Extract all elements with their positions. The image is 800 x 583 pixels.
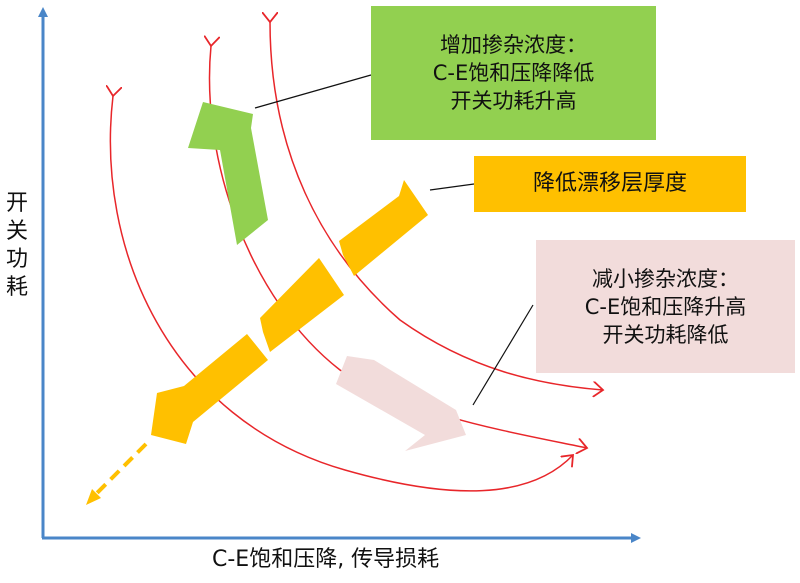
callout-increase-line-2: C-E饱和压降降低 xyxy=(432,61,595,85)
x-axis-title: C-E饱和压降, 传导损耗 xyxy=(212,547,440,572)
yellow-chevron-middle xyxy=(260,258,344,352)
yellow-chevron-lower xyxy=(151,334,268,444)
yellow-dashed-arrowhead xyxy=(86,489,101,505)
yellow-dashed-extension xyxy=(93,442,148,497)
callout-thickness-label: 降低漂移层厚度 xyxy=(532,171,687,196)
tradeoff-curve-3 xyxy=(270,22,603,390)
callout-decrease-line-3: 开关功耗降低 xyxy=(602,322,729,347)
leader-line-decrease xyxy=(472,304,534,406)
callout-decrease-doping: 减小掺杂浓度： C-E饱和压降升高 开关功耗降低 xyxy=(536,240,795,373)
callout-increase-line-1: 增加掺杂浓度： xyxy=(440,33,587,57)
green-increase-arrow xyxy=(188,102,268,245)
yellow-chevron-top xyxy=(339,180,428,276)
leader-line-thickness xyxy=(429,183,475,191)
callout-reduce-drift-thickness: 降低漂移层厚度 xyxy=(474,156,746,212)
y-axis-title-char-1: 开 xyxy=(5,191,28,216)
pink-decrease-arrow xyxy=(336,356,466,451)
callout-decrease-line-2: C-E饱和压降升高 xyxy=(584,294,747,319)
y-axis-title-char-4: 耗 xyxy=(5,275,28,300)
callout-decrease-line-1: 减小掺杂浓度： xyxy=(592,266,739,291)
y-axis-title-char-2: 关 xyxy=(5,219,28,244)
leader-line-increase xyxy=(254,74,372,109)
callout-increase-line-3: 开关功耗升高 xyxy=(450,89,577,113)
callout-increase-doping: 增加掺杂浓度： C-E饱和压降降低 开关功耗升高 xyxy=(371,6,656,140)
y-axis-title-char-3: 功 xyxy=(5,247,28,272)
y-axis-title: 开 关 功 耗 xyxy=(4,190,30,302)
